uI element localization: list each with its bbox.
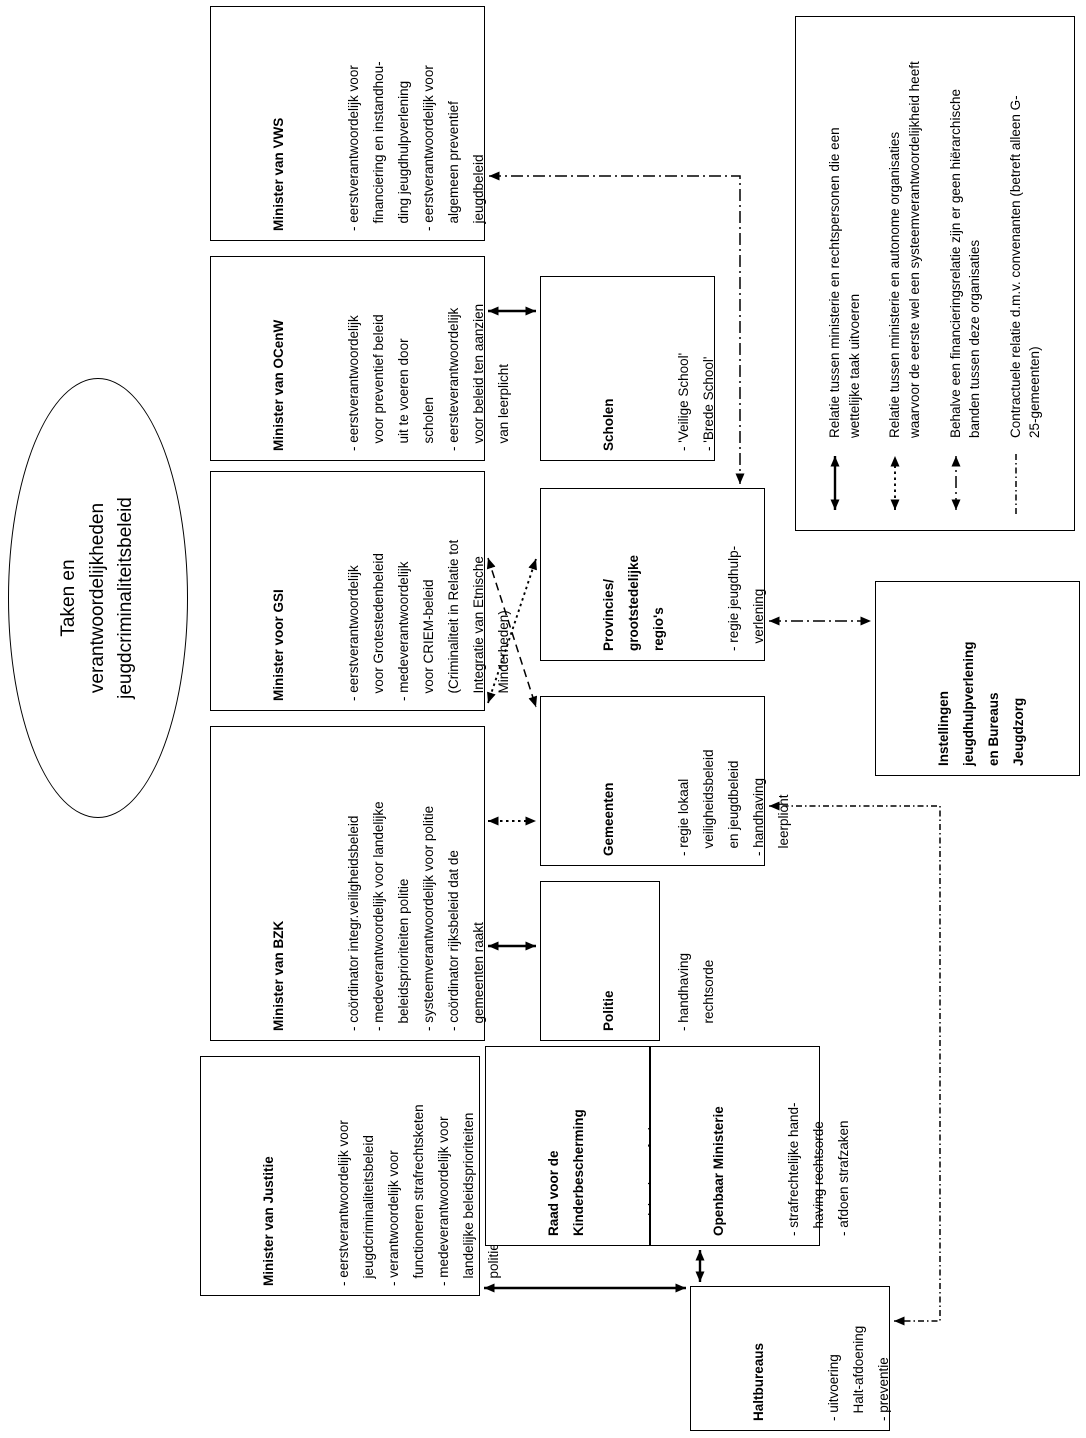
legend-item-label: Contractuele relatie d.m.v. convenanten … (1007, 95, 1043, 438)
box-minister-van-justitie: Minister van Justitie - eerstverantwoord… (200, 1056, 501, 1296)
box-body: - coördinator integr.veiligheidsbeleid -… (345, 801, 486, 1031)
box-openbaar-ministerie: Openbaar Ministerie - strafrechtelijke h… (650, 1046, 851, 1246)
box-title: Provincies/ grootstedelijke regio's (600, 554, 666, 651)
legend-dashdot-double-arrow-icon (951, 456, 961, 510)
box-title: Minister van OCenW (270, 319, 286, 451)
box-raad-voor-de-kinderbescherming: Raad voor de Kinderbescherming - advies … (485, 1046, 711, 1246)
box-title: Minister voor GSI (270, 589, 286, 701)
box-title: Minister van BZK (270, 920, 286, 1031)
diagram-title-ellipse: Taken en verantwoordelijkheden jeugdcrim… (8, 378, 188, 818)
legend-dashdot-line-icon (1015, 452, 1017, 514)
box-body: - eerstverantwoordelijk voor financierin… (345, 61, 486, 231)
legend-dotted-double-arrow-icon (890, 456, 900, 510)
diagram-title: Taken en verantwoordelijkheden jeugdcrim… (58, 497, 137, 699)
box-haltbureaus: Haltbureaus - uitvoering Halt-afdoening … (690, 1286, 891, 1431)
box-instellingen-jeugdhulpverlening: Instellingen jeugdhulpverlening en Burea… (875, 581, 1086, 776)
box-gemeenten: Gemeenten - regie lokaal veiligheidsbele… (540, 696, 791, 866)
box-title: Minister van VWS (270, 117, 286, 231)
box-body: - eerstverantwoordelijk voor Grotesteden… (345, 539, 511, 701)
box-minister-voor-gsi: Minister voor GSI - eerstverantwoordelij… (210, 471, 511, 711)
box-title: Openbaar Ministerie (710, 1106, 726, 1236)
legend-item-label: Behalve een financieringsrelatie zijn er… (947, 89, 983, 438)
connector-gsi-provincies (487, 558, 537, 704)
legend-item-wettelijke-taak: Relatie tussen ministerie en rechtsperso… (825, 29, 864, 518)
box-body: - strafrechtelijke hand- having rechtsor… (785, 1102, 851, 1236)
legend-item-financieringsrelatie: Behalve een financieringsrelatie zijn er… (946, 29, 985, 518)
box-title: Politie (600, 990, 616, 1031)
box-body: - regie jeugdhulp- verlening (725, 545, 766, 651)
box-body: - uitvoering Halt-afdoening - preventie (825, 1325, 891, 1421)
box-body: - ambulante jeugdhulpverlening (1082, 591, 1086, 766)
box-title: Gemeenten (600, 782, 616, 856)
box-body: - handhaving rechtsorde (675, 952, 716, 1031)
box-body: - eerstverantwoordelijk voor jeugdcrimin… (335, 1104, 501, 1286)
box-scholen: Scholen - 'Veilige School' - 'Brede Scho… (540, 276, 716, 461)
box-title: Scholen (600, 398, 616, 451)
legend-item-contractuele-relatie: Contractuele relatie d.m.v. convenanten … (1006, 29, 1045, 518)
box-politie: Politie - handhaving rechtsorde (540, 881, 716, 1041)
box-title: Haltbureaus (750, 1342, 766, 1421)
box-minister-van-vws: Minister van VWS - eerstverantwoordelijk… (210, 6, 486, 241)
legend-item-label: Relatie tussen ministerie en autonome or… (887, 61, 922, 438)
box-provincies-grootstedelijke-regios: Provincies/ grootstedelijke regio's - re… (540, 488, 766, 661)
legend-solid-double-arrow-icon (830, 456, 840, 510)
connector-gemeenten-haltbureaus (769, 801, 941, 1326)
legend: Relatie tussen ministerie en rechtsperso… (795, 16, 1075, 531)
box-body: - 'Veilige School' - 'Brede School' (675, 352, 716, 451)
box-body: - regie lokaal veiligheidsbeleid en jeug… (675, 749, 791, 856)
box-minister-van-bzk: Minister van BZK - coördinator integr.ve… (210, 726, 486, 1041)
connector-vws-provincies (489, 171, 745, 484)
box-title: Minister van Justitie (260, 1156, 276, 1286)
box-title: Instellingen jeugdhulpverlening en Burea… (935, 641, 1026, 766)
box-minister-van-ocenw: Minister van OCenW - eerstverantwoordeli… (210, 256, 511, 461)
legend-item-systeemverantwoordelijkheid: Relatie tussen ministerie en autonome or… (885, 29, 924, 518)
legend-item-label: Relatie tussen ministerie en rechtsperso… (827, 127, 862, 438)
box-title: Raad voor de Kinderbescherming (545, 1109, 586, 1236)
box-body: - eerstverantwoordelijk voor preventief … (345, 303, 511, 451)
